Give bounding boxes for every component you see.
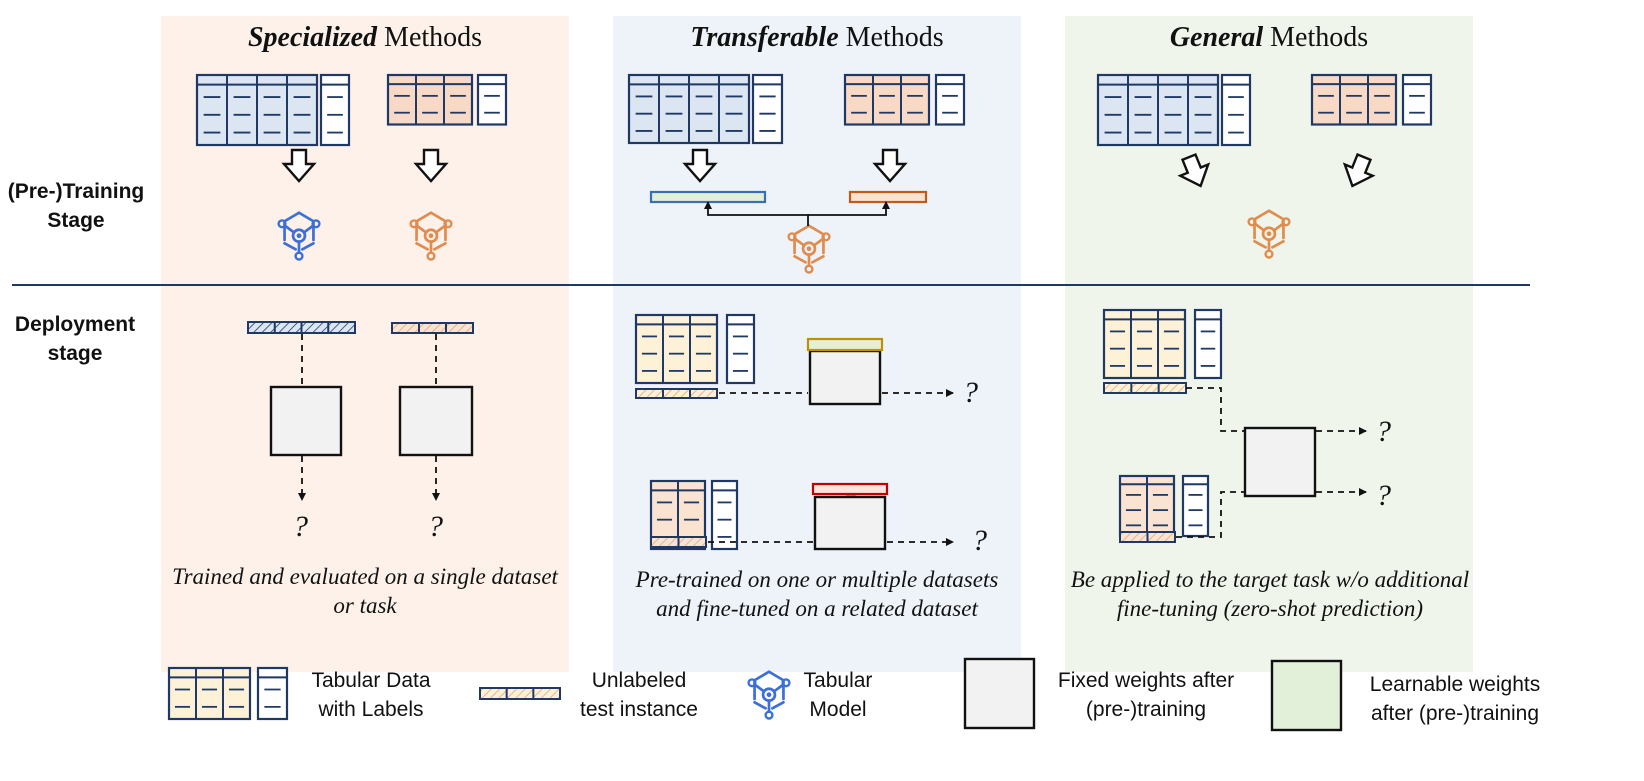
legend-tabular-data-icon — [167, 666, 289, 721]
general-arrow-peach — [1342, 152, 1376, 188]
pretraining-stage-line2: Stage — [47, 209, 105, 232]
general-target-table-lower — [1118, 474, 1210, 538]
deployment-stage-line1: Deployment — [14, 313, 136, 336]
legend-unlabeled-line1: Unlabeled — [591, 669, 687, 692]
transferable-fixed-box-upper — [808, 349, 882, 406]
transferable-finetune-table-upper — [634, 313, 756, 385]
deployment-stage-label: Deployment stage — [0, 310, 150, 368]
legend-learnable-line1: Learnable weights — [1369, 673, 1541, 696]
general-title: General Methods — [1065, 22, 1473, 54]
legend-model-icon — [747, 670, 791, 720]
legend-tabular-data-text: Tabular Data with Labels — [296, 666, 446, 724]
specialized-test-instance-peach — [391, 322, 474, 334]
transferable-fixed-box-lower — [813, 495, 887, 551]
prediction-output-5: ? — [1376, 415, 1391, 448]
legend-model-text: Tabular Model — [796, 666, 880, 724]
transferable-test-instance-upper — [635, 388, 718, 399]
specialized-model-orange-icon — [409, 211, 453, 261]
legend-model-line2: Model — [809, 698, 867, 721]
specialized-model-blue-icon — [277, 211, 321, 261]
specialized-arrow-peach — [413, 148, 449, 183]
legend-learnable-line2: after (pre-)training — [1370, 702, 1540, 725]
specialized-title: Specialized Methods — [161, 22, 569, 54]
legend-fixed-box — [963, 657, 1036, 730]
transferable-caption: Pre-trained on one or multiple datasets … — [613, 565, 1021, 623]
transferable-learnable-head-lower — [811, 482, 889, 496]
specialized-pretrain-table-blue — [195, 73, 351, 147]
transferable-backbone-icon — [787, 224, 831, 274]
general-dash-in-lower — [1176, 491, 1244, 538]
transferable-caption-line1: Pre-trained on one or multiple datasets — [635, 567, 999, 592]
general-caption-line2: fine-tuning (zero-shot prediction) — [1116, 596, 1424, 621]
legend-unlabeled-line2: test instance — [580, 698, 698, 721]
general-caption: Be applied to the target task w/o additi… — [1050, 565, 1490, 623]
specialized-fixed-box-2 — [398, 385, 474, 457]
general-title-rest: Methods — [1263, 22, 1369, 53]
legend-model-line1: Tabular — [803, 669, 873, 692]
transferable-title: Transferable Methods — [613, 22, 1021, 54]
specialized-title-rest: Methods — [377, 22, 483, 53]
prediction-output-3: ? — [963, 376, 978, 409]
prediction-output-1: ? — [293, 510, 308, 543]
transferable-test-instance-lower — [650, 536, 707, 548]
transferable-title-rest: Methods — [838, 22, 944, 53]
prediction-output-4: ? — [972, 524, 987, 557]
transferable-branch-right — [808, 201, 890, 216]
general-title-emph: General — [1169, 22, 1264, 53]
legend-unlabeled-text: Unlabeled test instance — [566, 666, 712, 724]
legend-tabular-data-line1: Tabular Data — [311, 669, 431, 692]
specialized-title-emph: Specialized — [247, 22, 378, 53]
specialized-caption: Trained and evaluated on a single datase… — [161, 562, 569, 620]
general-test-instance-upper — [1103, 382, 1187, 394]
transferable-caption-line2: and fine-tuned on a related dataset — [656, 596, 978, 621]
transferable-arrow-peach — [872, 148, 908, 183]
transferable-head-orange — [848, 190, 928, 204]
legend-tabular-data-line2: with Labels — [318, 698, 424, 721]
general-arrow-blue — [1177, 152, 1211, 188]
legend-fixed-text: Fixed weights after (pre-)training — [1044, 666, 1248, 724]
specialized-caption-line1: Trained and evaluated on a single datase… — [172, 564, 558, 589]
prediction-output-2: ? — [428, 510, 443, 543]
transferable-pretrain-table-blue — [627, 73, 784, 145]
legend-learnable-box — [1270, 659, 1343, 732]
legend-fixed-line2: (pre-)training — [1085, 698, 1207, 721]
legend-unlabeled-icon — [479, 687, 561, 700]
transferable-learnable-head-upper — [806, 337, 884, 352]
transferable-title-emph: Transferable — [690, 22, 839, 53]
deployment-stage-line2: stage — [47, 342, 103, 365]
general-fixed-box — [1243, 426, 1317, 498]
general-target-table-upper — [1102, 308, 1223, 380]
general-model-icon — [1247, 209, 1291, 259]
specialized-pretrain-table-peach — [386, 73, 508, 126]
transferable-branch-left — [704, 201, 809, 226]
specialized-arrow-blue — [281, 148, 317, 183]
general-pretrain-table-peach — [1310, 73, 1433, 126]
transferable-pretrain-table-peach — [843, 73, 966, 126]
transferable-arrow-blue — [682, 148, 718, 183]
pretraining-stage-label: (Pre-)Training Stage — [0, 177, 152, 235]
general-test-instance-lower — [1119, 531, 1176, 543]
transferable-head-green — [649, 190, 767, 204]
prediction-output-6: ? — [1376, 479, 1391, 512]
specialized-fixed-box-1 — [269, 385, 343, 457]
general-dash-in-upper — [1186, 387, 1244, 432]
pretraining-stage-line1: (Pre-)Training — [7, 180, 145, 203]
specialized-caption-line2: or task — [333, 593, 397, 618]
general-pretrain-table-blue — [1096, 73, 1252, 147]
specialized-test-instance-blue — [247, 321, 356, 334]
legend-fixed-line1: Fixed weights after — [1057, 669, 1235, 692]
legend-learnable-text: Learnable weights after (pre-)training — [1350, 670, 1560, 728]
general-caption-line1: Be applied to the target task w/o additi… — [1070, 567, 1470, 592]
